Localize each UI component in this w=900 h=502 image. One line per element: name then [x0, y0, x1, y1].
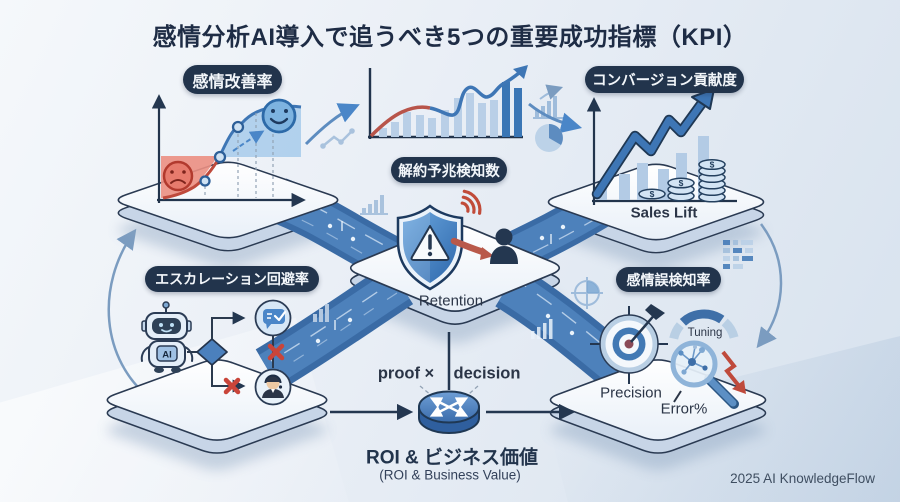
- ribbon-mini-bars: [531, 319, 553, 339]
- molecule-cluster-icon: [680, 346, 706, 373]
- pie-chart-icon: [535, 124, 563, 152]
- branch-resolved: [211, 311, 246, 339]
- caption-retention: Retention: [418, 292, 484, 310]
- ai-robot-icon: AI: [140, 301, 194, 373]
- mini-bars-icon-left-of-shield: [360, 195, 388, 215]
- chat-resolved-icon: [254, 299, 292, 337]
- kpi-label-emotion-improvement: 感情改善率: [183, 65, 282, 94]
- flow-arrow-to-conversion: [528, 102, 583, 134]
- churn-shield-group: [396, 189, 518, 291]
- router-icon: [418, 390, 480, 434]
- curve-points: [199, 120, 245, 187]
- mini-bar-chart-icon: [533, 84, 564, 119]
- trend-bars-light: [379, 93, 498, 137]
- roi-flow-group: [330, 332, 576, 434]
- misdetection-group: [590, 304, 746, 409]
- page-title: 感情分析AI導入で追うべき5つの重要成功指標（KPI）: [152, 24, 748, 51]
- warning-triangle-icon: [410, 225, 450, 261]
- churn-arrow: [450, 237, 487, 256]
- coin-stacks-icon: $ $ $: [638, 158, 726, 203]
- growth-arrowhead: [691, 88, 715, 110]
- error-down-arrow: [721, 350, 746, 394]
- caption-error: Error%: [660, 400, 708, 418]
- robot-ai-badge: AI: [162, 350, 172, 361]
- label-decision: decision: [453, 364, 521, 383]
- mini-bars-icon-escalation: [313, 304, 329, 322]
- caption-precision: Precision: [600, 384, 662, 402]
- dartboard-icon: [599, 314, 659, 374]
- tuning-gauge-icon: [669, 309, 739, 340]
- slash-mark: [673, 390, 682, 403]
- caption-sales-lift: Sales Lift: [630, 204, 698, 222]
- roi-title: ROI & ビジネス価値: [365, 447, 539, 469]
- cycle-arrow-right: [756, 223, 783, 349]
- alert-signal-icon: [460, 189, 482, 215]
- magnifier-icon: [670, 340, 739, 409]
- label-proof: proof ×: [377, 364, 435, 383]
- kpi-label-escalation: エスカレーション回避率: [145, 266, 319, 292]
- kpi-label-misdetection: 感情誤検知率: [616, 267, 721, 292]
- conversion-chart: $ $ $: [586, 88, 737, 205]
- trend-bar-chart: [368, 65, 528, 139]
- kpi-label-conversion: コンバージョン貢献度: [585, 66, 744, 93]
- improvement-arrow: [232, 130, 265, 152]
- svg-text:$: $: [650, 189, 655, 199]
- happy-face-icon: [261, 98, 297, 134]
- svg-text:$: $: [679, 178, 684, 188]
- emotion-improvement-chart: [151, 94, 306, 208]
- caption-tuning: Tuning: [687, 327, 723, 339]
- trend-arrow-icon: [304, 103, 360, 149]
- crosshair-icon: [571, 277, 603, 309]
- avoid-x-icon-2: [223, 377, 241, 395]
- footer-credit: 2025 AI KnowledgeFlow: [730, 471, 875, 486]
- trend-bars-dark: [502, 82, 522, 137]
- svg-text:$: $: [710, 160, 715, 170]
- roi-subtitle: (ROI & Business Value): [379, 467, 521, 483]
- kpi-label-churn-detection: 解約予兆検知数: [391, 157, 507, 183]
- sad-face-icon: [162, 160, 194, 192]
- cycle-arrow-left: [107, 228, 153, 401]
- dart-icon: [630, 304, 665, 343]
- human-agent-icon: [254, 368, 292, 406]
- trend-arrowhead: [513, 65, 528, 79]
- data-grid-icon: [723, 240, 753, 269]
- customer-icon: [490, 228, 518, 264]
- avoid-x-icon-1: [267, 343, 285, 361]
- escalation-flow-group: AI: [140, 299, 292, 406]
